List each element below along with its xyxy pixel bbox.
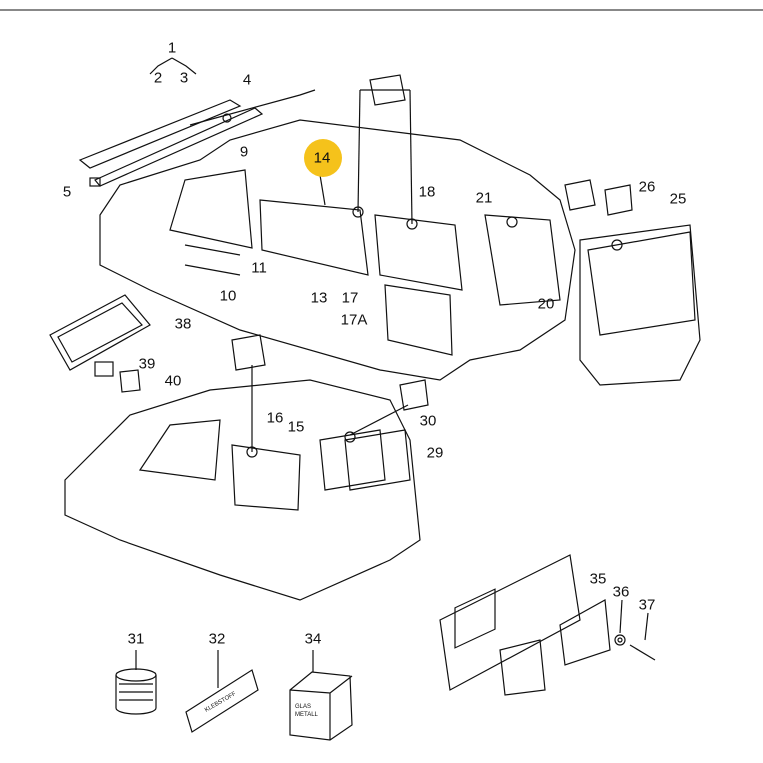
part-label-15[interactable]: 15: [287, 418, 305, 436]
part-label-25[interactable]: 25: [669, 190, 687, 208]
part-label-35[interactable]: 35: [589, 570, 607, 588]
panel-parts: [439, 554, 656, 696]
part-label-31[interactable]: 31: [127, 630, 145, 648]
part-label-4[interactable]: 4: [242, 71, 252, 89]
part-label-2[interactable]: 2: [153, 69, 163, 87]
part-label-34[interactable]: 34: [304, 630, 322, 648]
part-label-11[interactable]: 11: [251, 259, 267, 277]
part-label-38[interactable]: 38: [174, 315, 192, 333]
part-label-9[interactable]: 9: [239, 143, 249, 161]
part-label-10[interactable]: 10: [219, 287, 237, 305]
part-label-13[interactable]: 13: [310, 289, 328, 307]
part-label-29[interactable]: 29: [426, 444, 444, 462]
part-label-18[interactable]: 18: [418, 183, 436, 201]
roof-trim-strips: [78, 89, 316, 187]
part-label-14[interactable]: 14: [313, 149, 331, 167]
van-lower: [64, 334, 429, 601]
part-label-20[interactable]: 20: [537, 295, 555, 313]
part-label-26[interactable]: 26: [638, 178, 656, 196]
part-label-37[interactable]: 37: [638, 596, 656, 614]
part-label-17A[interactable]: 17A: [340, 311, 368, 329]
box-label-line2: METALL: [295, 712, 319, 718]
box-label-line1: GLAS: [295, 704, 311, 710]
part-label-3[interactable]: 3: [179, 69, 189, 87]
highlight-marker: [304, 139, 342, 177]
label-1-bracket: [149, 57, 197, 75]
loose-parts-left: [49, 294, 151, 393]
part-label-39[interactable]: 39: [138, 355, 156, 373]
part-label-17[interactable]: 17: [341, 289, 359, 307]
part-label-16[interactable]: 16: [266, 409, 284, 427]
part-label-32[interactable]: 32: [208, 630, 226, 648]
van-upper: [99, 74, 576, 381]
part-label-1[interactable]: 1: [167, 39, 177, 57]
part-label-21[interactable]: 21: [475, 189, 493, 207]
adhesive-label: KLEBSTOFF: [204, 691, 238, 714]
part-label-30[interactable]: 30: [419, 412, 437, 430]
part-label-5[interactable]: 5: [62, 183, 72, 201]
accessories: KLEBSTOFF GLAS METALL: [115, 650, 353, 741]
tailgate: [564, 179, 701, 386]
part-label-40[interactable]: 40: [164, 372, 182, 390]
part-label-36[interactable]: 36: [612, 583, 630, 601]
